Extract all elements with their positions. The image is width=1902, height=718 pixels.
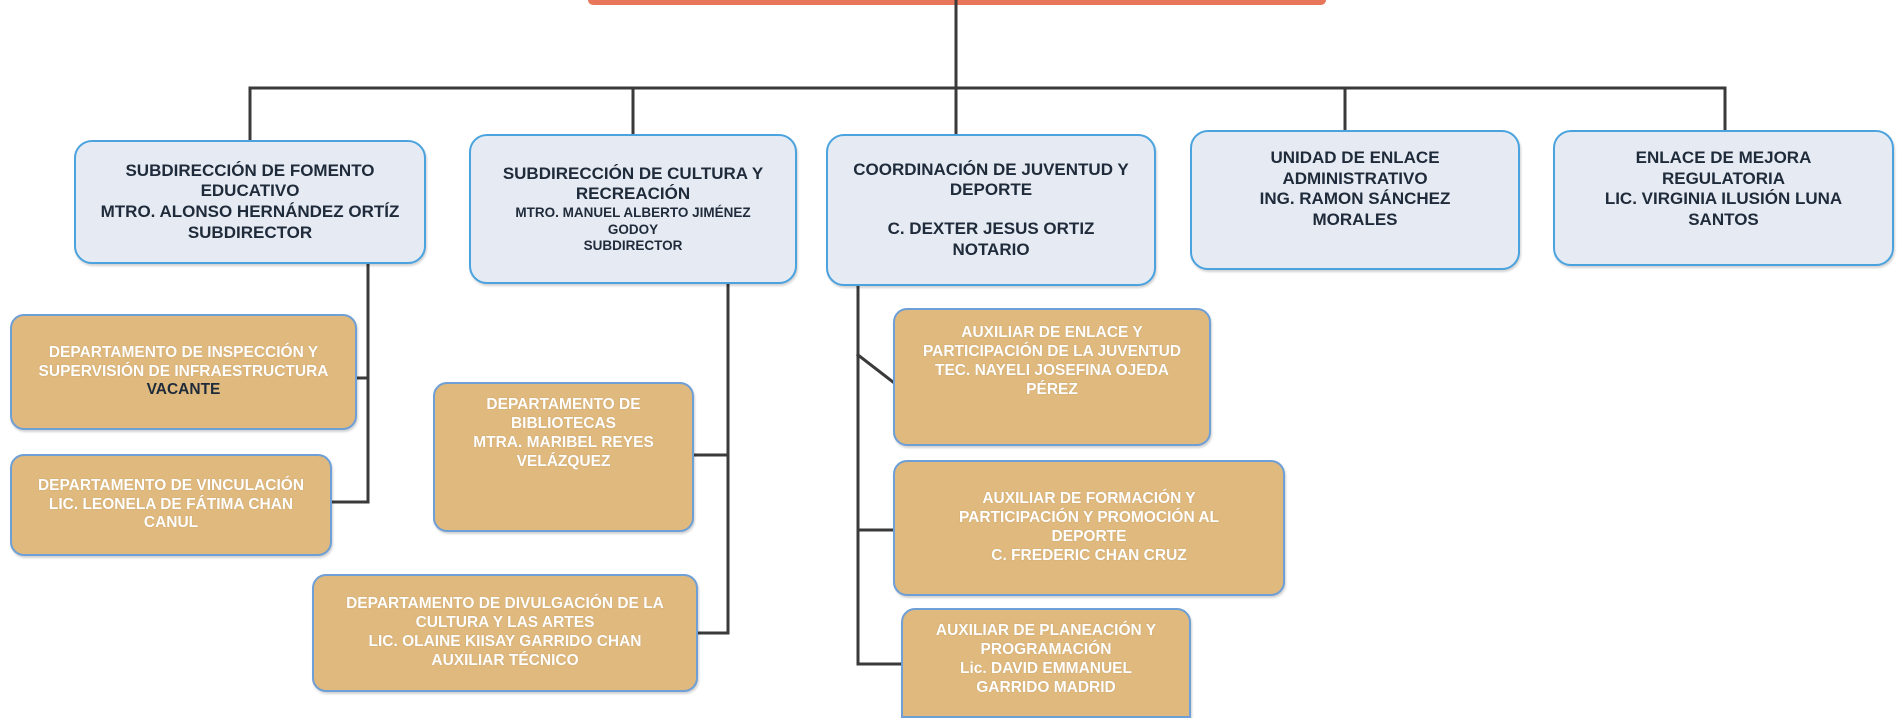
node-name: MTRA. MARIBEL REYES VELÁZQUEZ [473, 433, 654, 470]
node-name: LIC. VIRGINIA ILUSIÓN LUNA SANTOS [1604, 189, 1843, 230]
node-title: DEPARTAMENTO DE DIVULGACIÓN DE LA CULTUR… [346, 595, 664, 632]
node-title: DEPARTAMENTO DE INSPECCIÓN Y SUPERVISIÓN… [38, 343, 329, 380]
node-title: UNIDAD DE ENLACE ADMINISTRATIVO [1270, 148, 1440, 188]
node-title: SUBDIRECCIÓN DE FOMENTO EDUCATIVO [125, 160, 375, 201]
node-subdireccion-fomento: SUBDIRECCIÓN DE FOMENTO EDUCATIVO MTRO. … [74, 140, 426, 264]
node-title: DEPARTAMENTO DE BIBLIOTECAS [486, 396, 641, 432]
node-name: MTRO. MANUEL ALBERTO JIMÉNEZ GODOY [515, 205, 751, 237]
node-title: SUBDIRECCIÓN DE CULTURA Y RECREACIÓN [502, 163, 764, 204]
node-departamento-divulgacion: DEPARTAMENTO DE DIVULGACIÓN DE LA CULTUR… [312, 574, 698, 692]
node-name: VACANTE [146, 381, 221, 399]
node-auxiliar-planeacion: AUXILIAR DE PLANEACIÓN Y PROGRAMACIÓN Li… [901, 608, 1191, 718]
node-unidad-enlace-administrativo: UNIDAD DE ENLACE ADMINISTRATIVO ING. RAM… [1190, 130, 1520, 270]
node-departamento-bibliotecas: DEPARTAMENTO DE BIBLIOTECAS MTRA. MARIBE… [433, 382, 694, 532]
node-title: AUXILIAR DE ENLACE Y PARTICIPACIÓN DE LA… [922, 324, 1182, 360]
node-auxiliar-formacion-deporte: AUXILIAR DE FORMACIÓN Y PARTICIPACIÓN Y … [893, 460, 1285, 596]
node-auxiliar-enlace-juventud: AUXILIAR DE ENLACE Y PARTICIPACIÓN DE LA… [893, 308, 1211, 446]
node-coordinacion-juventud: COORDINACIÓN DE JUVENTUD Y DEPORTE C. DE… [826, 134, 1156, 286]
node-title: COORDINACIÓN DE JUVENTUD Y DEPORTE [853, 159, 1129, 200]
node-name: MTRO. ALONSO HERNÁNDEZ ORTÍZ [100, 202, 400, 221]
node-name: LIC. LEONELA DE FÁTIMA CHAN CANUL [48, 495, 294, 532]
node-name: LIC. OLAINE KIISAY GARRIDO CHAN [368, 633, 642, 650]
node-title: ENLACE DE MEJORA REGULATORIA [1635, 148, 1812, 188]
node-name: ING. RAMON SÁNCHEZ MORALES [1259, 189, 1451, 230]
node-enlace-mejora-regulatoria: ENLACE DE MEJORA REGULATORIA LIC. VIRGIN… [1553, 130, 1894, 266]
node-subdireccion-cultura: SUBDIRECCIÓN DE CULTURA Y RECREACIÓN MTR… [469, 134, 797, 284]
node-name: Lic. DAVID EMMANUEL GARRIDO MADRID [960, 659, 1132, 696]
node-departamento-inspeccion: DEPARTAMENTO DE INSPECCIÓN Y SUPERVISIÓN… [10, 314, 357, 430]
node-title: AUXILIAR DE PLANEACIÓN Y PROGRAMACIÓN [935, 622, 1157, 658]
node-departamento-vinculacion: DEPARTAMENTO DE VINCULACIÓN LIC. LEONELA… [10, 454, 332, 556]
node-name: C. DEXTER JESUS ORTIZ NOTARIO [887, 219, 1095, 259]
node-role: SUBDIRECTOR [187, 222, 313, 242]
node-title: DEPARTAMENTO DE VINCULACIÓN [37, 476, 305, 494]
node-role: SUBDIRECTOR [583, 237, 683, 253]
node-title: AUXILIAR DE FORMACIÓN Y PARTICIPACIÓN Y … [958, 490, 1220, 545]
connector-juventud-aux-enlace [855, 352, 896, 385]
node-name: TEC. NAYELI JOSEFINA OJEDA PÉREZ [935, 361, 1169, 398]
node-role: AUXILIAR TÉCNICO [431, 651, 579, 669]
node-name: C. FREDERIC CHAN CRUZ [991, 546, 1187, 564]
